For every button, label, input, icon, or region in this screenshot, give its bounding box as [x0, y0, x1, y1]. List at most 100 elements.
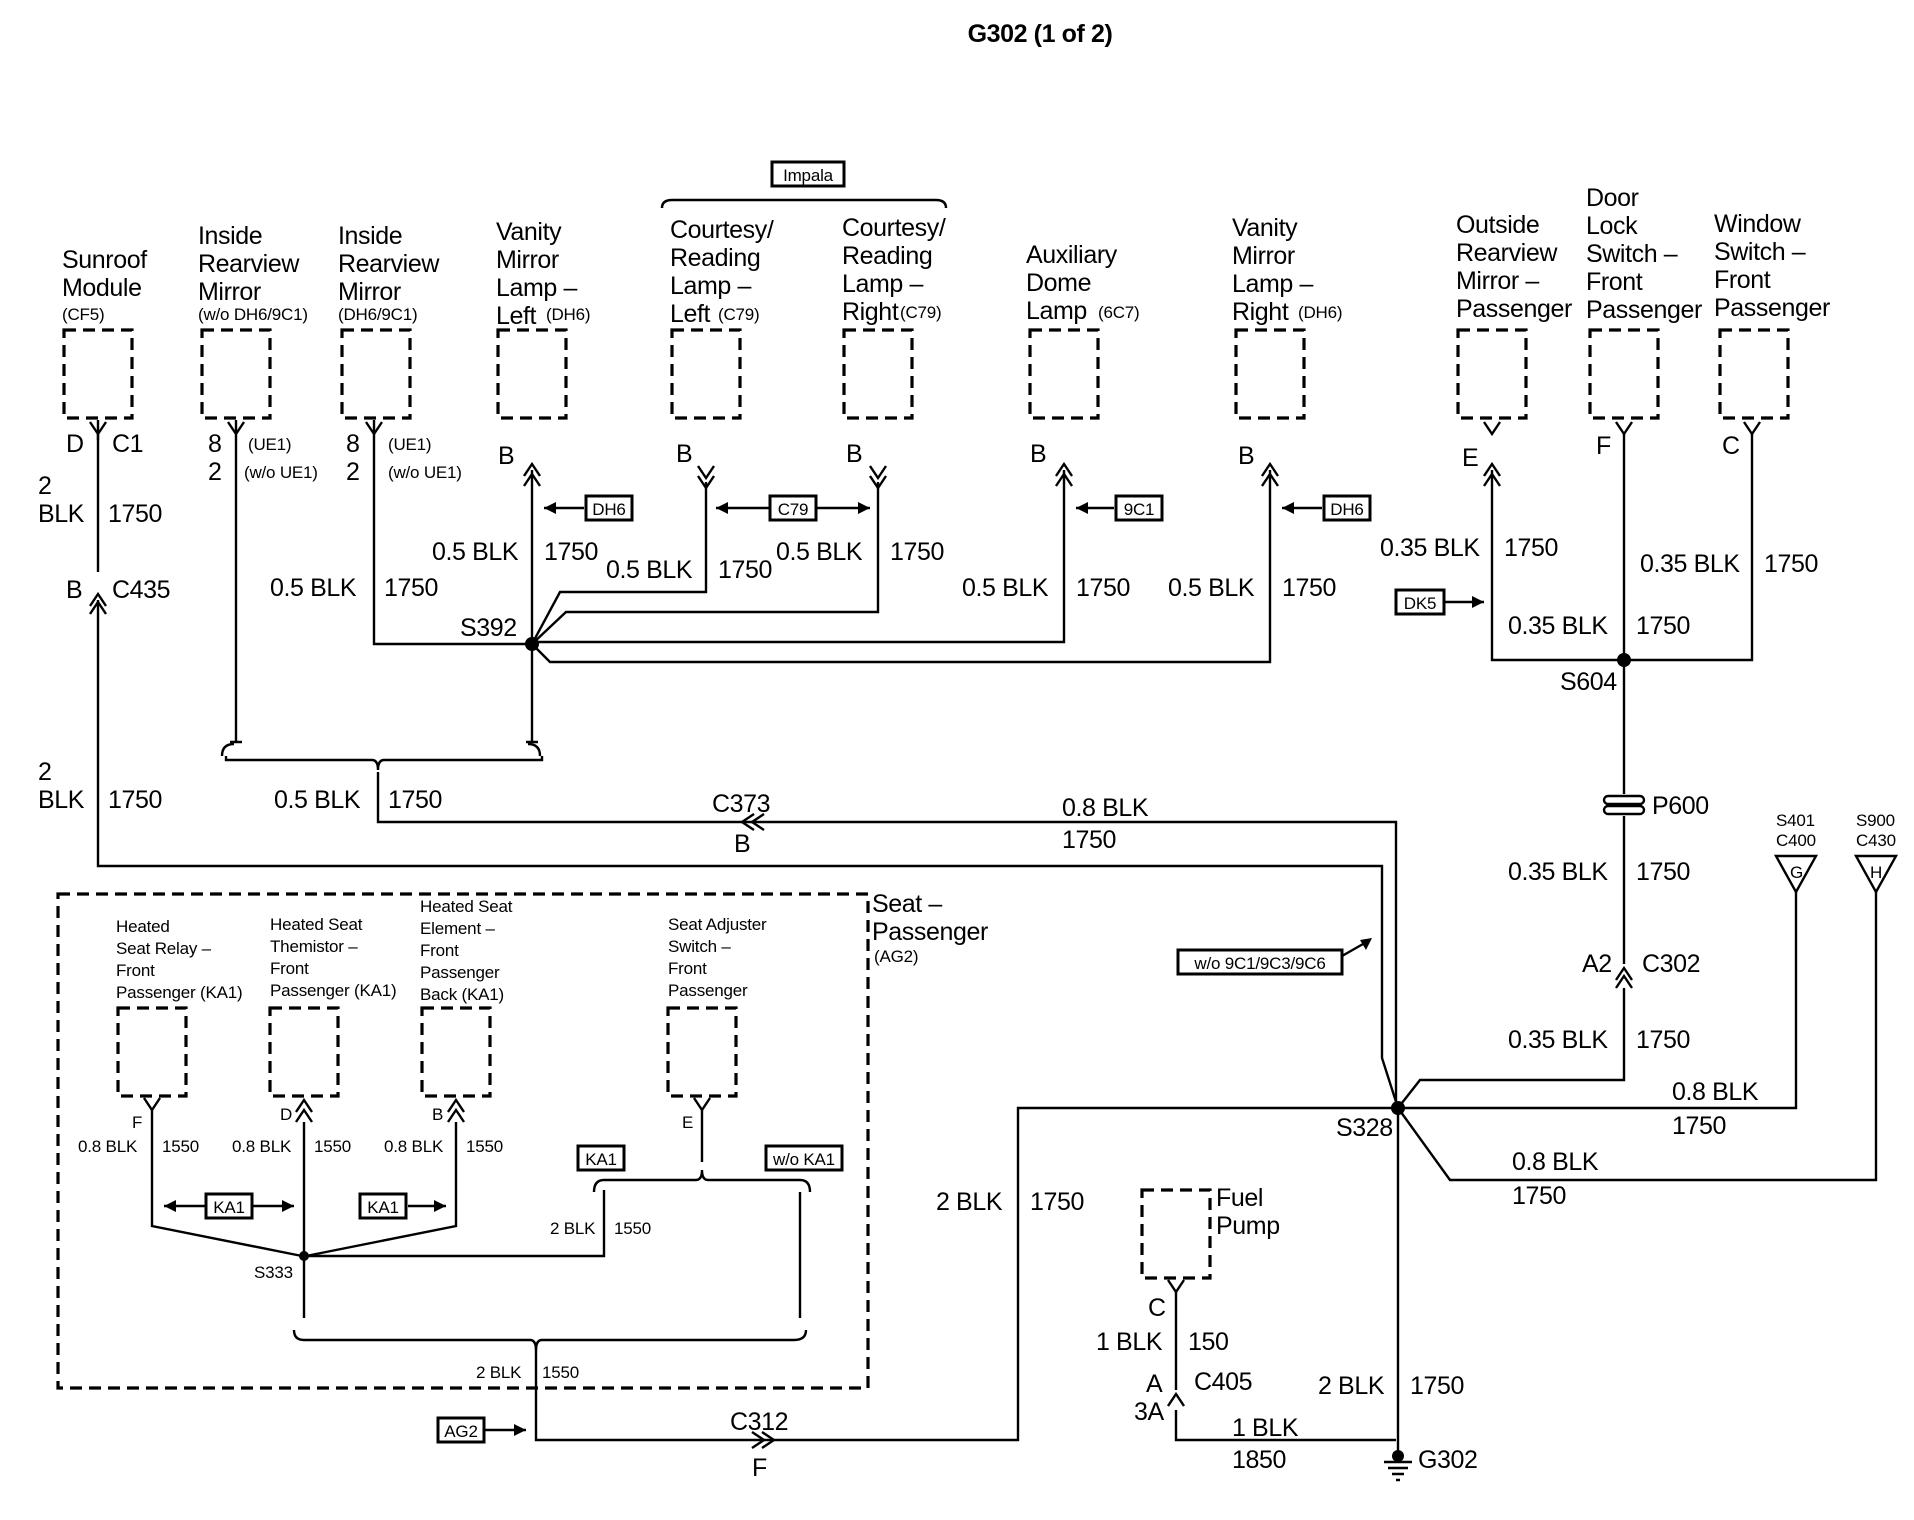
option-tags: Impala DH6 C79 9C1 DH6 DK5 w/o 9C1/9C3/9… [164, 160, 1484, 1444]
wire-inside-mirror-w [372, 420, 532, 646]
wire-c312-label: 2 BLK [936, 1188, 1003, 1216]
wire-c435-color: BLK [38, 786, 85, 814]
pin-mirror-wo-2: 2 [208, 458, 222, 486]
wire-thermistor-circuit: 1550 [314, 1137, 351, 1156]
wire-courtesy-left-label: 0.5 BLK [606, 556, 693, 584]
fork-mirror-w [365, 421, 383, 437]
pin-mirror-wo-1-opt: (UE1) [248, 435, 291, 454]
label-g302: G302 [1418, 1446, 1478, 1474]
p600-connector [1602, 794, 1646, 806]
wire-s401-label: 0.8 BLK [1672, 1078, 1759, 1106]
chevron-c312 [751, 1431, 777, 1449]
label-line: Pump [1216, 1212, 1280, 1240]
label-line: Mirror – [1456, 267, 1539, 295]
label-line: Lamp – [670, 272, 751, 300]
label-line: Passenger [420, 963, 500, 982]
courtesy-left-option: (C79) [718, 305, 760, 324]
wire-adjuster-circuit: 1550 [614, 1219, 651, 1238]
splice-s328-dot [1391, 1101, 1405, 1115]
conn-c405: C405 [1194, 1368, 1252, 1396]
inside-mirror-w-box [340, 328, 412, 420]
ref-triangles [1773, 854, 1899, 895]
pin-mirror-w-1: 8 [346, 430, 360, 458]
tag-c79: C79 [778, 500, 809, 519]
wire-thermistor-label: 0.8 BLK [232, 1137, 292, 1156]
label-line: Passenger [668, 981, 748, 1000]
inside-mirror-wo-box [200, 328, 272, 420]
label-line: Seat – [872, 890, 942, 918]
fork-mirror-wo [227, 421, 245, 437]
pin-relay: F [132, 1113, 142, 1132]
wire-s900-circuit: 1750 [1512, 1182, 1566, 1210]
chevron-c405 [1167, 1391, 1185, 1407]
label-line: Heated Seat [420, 897, 513, 916]
chevron-c435 [89, 591, 107, 615]
seat-passenger-option: (AG2) [874, 947, 918, 966]
wire-vanity-right-label: 0.5 BLK [1168, 574, 1255, 602]
ground-g302-symbol [1384, 1450, 1412, 1482]
chevron-courtesy-left [697, 465, 715, 491]
wire-c312-s328 [534, 1106, 1398, 1442]
label-line: Vanity [1232, 214, 1298, 242]
label-line: Passenger [1586, 296, 1702, 324]
chevron-element [447, 1097, 465, 1123]
wire-c302-circuit: 1750 [1636, 1026, 1690, 1054]
brackets [220, 198, 948, 1351]
wire-relay-label: 0.8 BLK [78, 1137, 138, 1156]
label-line: Rearview [198, 250, 300, 278]
splice-labels: S392 S604 S328 S333 G302 S401 C400 G S90… [254, 614, 1896, 1474]
label-line: Front [116, 961, 155, 980]
conn-c312: C312 [730, 1408, 788, 1436]
fork-outside-mirror [1483, 421, 1501, 437]
tag-wo-ka1: w/o KA1 [772, 1150, 835, 1169]
pin-vanity-right: B [1238, 442, 1254, 470]
label-s392: S392 [460, 614, 517, 642]
wire-c435-circuit: 1750 [108, 786, 162, 814]
seat-adjuster-box [666, 1006, 738, 1098]
pin-mirror-wo-2-opt: (w/o UE1) [244, 463, 318, 482]
label-line: Courtesy/ [670, 216, 774, 244]
pin-vanity-left: B [498, 442, 514, 470]
wire-adjuster-label: 2 BLK [550, 1219, 596, 1238]
label-line: Reading [842, 242, 932, 270]
wire-g302-label: 2 BLK [1318, 1372, 1385, 1400]
seat-thermistor-box [268, 1006, 340, 1098]
label-s900: S900 [1856, 811, 1895, 830]
wire-outside-mirror [1490, 470, 1624, 662]
label-line: Window [1714, 210, 1802, 238]
wire-mirror-circuit: 1750 [384, 574, 438, 602]
seat-element-box [420, 1006, 492, 1098]
fork-fuel [1167, 1279, 1185, 1295]
label-line: Courtesy/ [842, 214, 946, 242]
pin-c302: A2 [1582, 950, 1612, 978]
label-line: Passenger [1456, 295, 1572, 323]
label-line: Mirror [496, 246, 559, 274]
conn-c435: C435 [112, 576, 170, 604]
wire-c405-g302 [1174, 1410, 1396, 1442]
bracket-seat-adjuster [592, 1169, 812, 1193]
wire-seat-element [305, 1122, 458, 1258]
label-line: Module [62, 274, 142, 302]
triangle-s900 [1853, 854, 1899, 895]
wire-door-lock-label: 0.35 BLK [1508, 612, 1608, 640]
label-line: Heated Seat [270, 915, 363, 934]
conn-p600: P600 [1652, 792, 1709, 820]
wire-door-lock-circuit: 1750 [1636, 612, 1690, 640]
pin-outside-mirror: E [1462, 444, 1478, 472]
label-line: Front [668, 959, 707, 978]
wire-c373-circuit: 1750 [1062, 826, 1116, 854]
wire-c435-s328 [96, 600, 1400, 1109]
chevron-vanity-right [1261, 461, 1279, 487]
wire-c302-label: 0.35 BLK [1508, 1026, 1608, 1054]
seat-passenger-enclosure [56, 892, 870, 1390]
bracket-mirrors [220, 742, 544, 771]
connector-marks [89, 421, 1761, 1449]
bracket-impala [660, 198, 948, 209]
splice-s604-dot [1617, 653, 1631, 667]
label-line: Fuel [1216, 1184, 1263, 1212]
label-c400: C400 [1776, 831, 1816, 850]
